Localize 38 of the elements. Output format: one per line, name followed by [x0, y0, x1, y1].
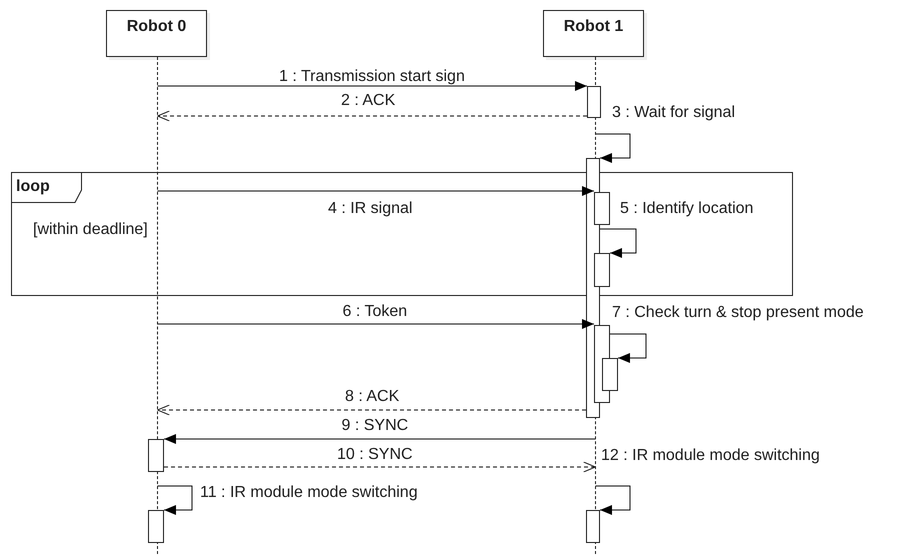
message-label: 1 : Transmission start sign: [279, 68, 465, 86]
activation-bar: [602, 358, 618, 391]
message-label: 6 : Token: [342, 303, 408, 321]
self-message-arrow: [610, 334, 646, 363]
participant-name: Robot 1: [562, 18, 624, 36]
message-arrow: [157, 319, 594, 329]
activation-bar: [148, 510, 164, 543]
participant-box: [106, 10, 207, 57]
activation-bar: [148, 439, 164, 472]
operator-label: loop: [16, 178, 50, 196]
activation-bar: [586, 510, 600, 543]
message-label: 7 : Check turn & stop present mode: [612, 304, 864, 322]
message-arrow: [164, 434, 596, 444]
self-message-arrow: [595, 134, 630, 163]
message-label: 12 : IR module mode switching: [601, 447, 820, 465]
message-label: 10 : SYNC: [337, 446, 413, 464]
self-message-arrow: [595, 486, 630, 515]
message-label: 8 : ACK: [345, 388, 400, 406]
loop-frame: [11, 172, 793, 296]
message-arrow: [157, 186, 594, 196]
activation-bar: [594, 253, 610, 287]
self-message-arrow: [157, 486, 192, 515]
participant-name: Robot 0: [126, 18, 188, 36]
message-label: 5 : Identify location: [620, 200, 754, 218]
message-label: 3 : Wait for signal: [612, 104, 736, 122]
message-arrow: [157, 81, 588, 91]
activation-bar: [594, 192, 610, 225]
guard-condition: [within deadline]: [33, 221, 148, 239]
message-label: 9 : SYNC: [342, 417, 408, 435]
activation-bar: [587, 86, 601, 118]
message-label: 11 : IR module mode switching: [200, 484, 418, 502]
message-label: 2 : ACK: [341, 92, 396, 110]
self-message-arrow: [600, 228, 636, 258]
return-message-arrow: [157, 110, 588, 122]
message-label: 4 : IR signal: [328, 200, 412, 218]
return-message-arrow: [164, 462, 596, 472]
participant-box: [543, 10, 644, 57]
return-message-arrow: [157, 404, 586, 416]
